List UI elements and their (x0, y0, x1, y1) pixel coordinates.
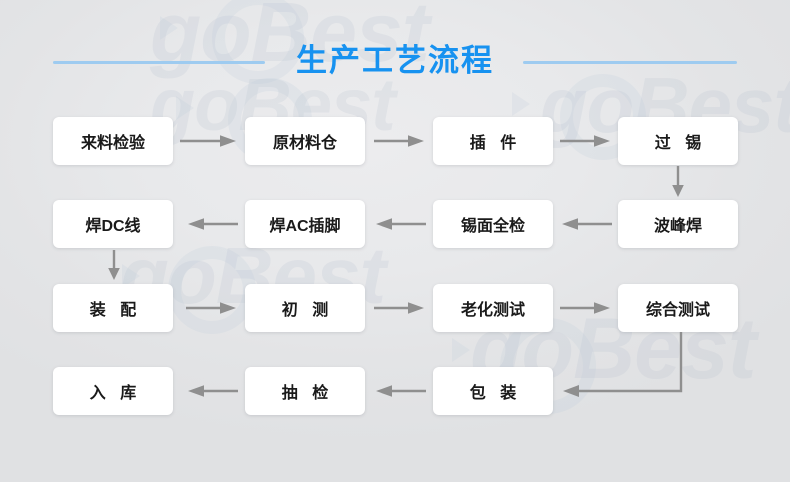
arrow-left-icon (188, 218, 238, 230)
flow-node-label: 综合测试 (645, 302, 710, 319)
arrow-left-icon (376, 218, 426, 230)
flow-node-solder-ac-pin[interactable]: 焊AC插脚 (245, 200, 365, 248)
flow-node-tinning[interactable]: 过 锡 (618, 117, 738, 165)
watermark-triangle-icon (176, 96, 194, 120)
arrow-down-icon (108, 250, 120, 280)
flow-node-label: 初 测 (281, 302, 334, 319)
page-title-bar: 生产工艺流程 (0, 38, 790, 86)
flow-node-label: 来料检验 (80, 135, 145, 152)
flow-node-label: 锡面全检 (460, 218, 525, 235)
flow-node-label: 焊DC线 (85, 218, 141, 235)
arrow-left-icon (376, 385, 426, 397)
flow-node-raw-material-warehouse[interactable]: 原材料仓 (245, 117, 365, 165)
flow-node-label: 原材料仓 (272, 135, 337, 152)
title-rule-right (523, 61, 737, 64)
title-rule-left (53, 61, 265, 64)
flow-node-tin-surface-inspection[interactable]: 锡面全检 (433, 200, 553, 248)
flow-node-warehousing[interactable]: 入 库 (53, 367, 173, 415)
flow-node-label: 抽 检 (281, 385, 334, 402)
arrow-left-icon (562, 218, 612, 230)
arrow-left-icon (188, 385, 238, 397)
flow-node-label: 装 配 (89, 302, 142, 319)
arrow-right-icon (186, 302, 236, 314)
watermark-triangle-icon (512, 92, 530, 116)
arrow-down-icon (672, 166, 684, 197)
watermark-ring-icon (168, 246, 256, 334)
flow-node-wave-soldering[interactable]: 波峰焊 (618, 200, 738, 248)
arrow-right-icon (560, 302, 610, 314)
flow-node-label: 焊AC插脚 (269, 218, 341, 235)
watermark-triangle-icon (452, 338, 470, 362)
arrow-elbow-down-left-icon (563, 332, 683, 397)
arrow-right-icon (374, 135, 424, 147)
flow-node-assembly[interactable]: 装 配 (53, 284, 173, 332)
arrow-right-icon (560, 135, 610, 147)
flow-node-label: 入 库 (89, 385, 142, 402)
page-title: 生产工艺流程 (296, 43, 494, 78)
flow-node-insertion[interactable]: 插 件 (433, 117, 553, 165)
flow-node-sampling-inspection[interactable]: 抽 检 (245, 367, 365, 415)
flow-node-aging-test[interactable]: 老化测试 (433, 284, 553, 332)
flow-node-packaging[interactable]: 包 装 (433, 367, 553, 415)
arrow-right-icon (374, 302, 424, 314)
flow-node-label: 包 装 (469, 385, 522, 402)
flow-node-label: 插 件 (469, 135, 522, 152)
flow-node-label: 波峰焊 (653, 218, 702, 235)
arrow-right-icon (180, 135, 236, 147)
flow-node-label: 过 锡 (654, 135, 707, 152)
flow-node-solder-dc-wire[interactable]: 焊DC线 (53, 200, 173, 248)
flow-node-initial-test[interactable]: 初 测 (245, 284, 365, 332)
flow-node-incoming-inspection[interactable]: 来料检验 (53, 117, 173, 165)
flow-node-label: 老化测试 (460, 302, 525, 319)
flow-node-comprehensive-test[interactable]: 综合测试 (618, 284, 738, 332)
watermark-triangle-icon (160, 16, 178, 40)
